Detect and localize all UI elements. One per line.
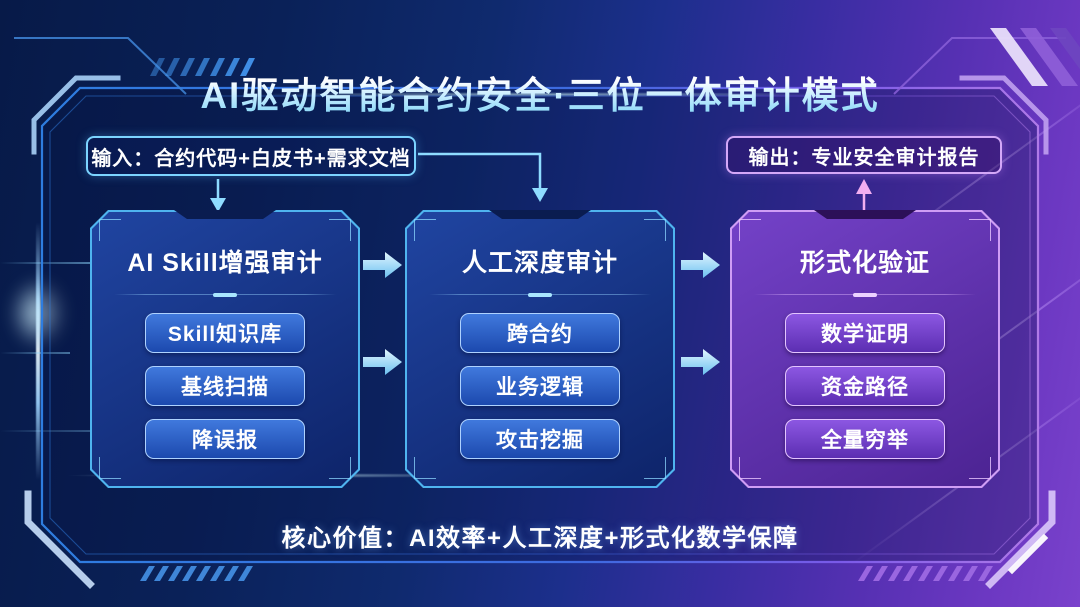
card-item: 降误报 (145, 419, 305, 459)
card-divider (429, 294, 651, 295)
core-value-text: 核心价值：AI效率+人工深度+形式化数学保障 (281, 525, 799, 552)
stage-card-formal-verification: 形式化验证 数学证明 资金路径 全量穷举 (730, 210, 1000, 488)
card-item: 资金路径 (785, 366, 945, 406)
card-item-list: Skill知识库 基线扫描 降误报 (90, 313, 360, 459)
output-box: 输出：专业安全审计报告 (726, 136, 1002, 174)
card-title: AI Skill增强审计 (127, 249, 323, 277)
card-divider (754, 294, 976, 295)
card-item: 业务逻辑 (460, 366, 620, 406)
stage-card-ai-skill-audit: AI Skill增强审计 Skill知识库 基线扫描 降误报 (90, 210, 360, 488)
card-item: 基线扫描 (145, 366, 305, 406)
card-item: 跨合约 (460, 313, 620, 353)
card-divider (114, 294, 336, 295)
output-label: 输出：专业安全审计报告 (748, 146, 980, 169)
card-title: 形式化验证 (799, 249, 930, 277)
card-item-list: 跨合约 业务逻辑 攻击挖掘 (405, 313, 675, 459)
input-label: 输入：合约代码+白皮书+需求文档 (91, 147, 411, 170)
card-item: 数学证明 (785, 313, 945, 353)
card-content: AI Skill增强审计 Skill知识库 基线扫描 降误报 (90, 210, 360, 488)
input-box: 输入：合约代码+白皮书+需求文档 (86, 136, 416, 176)
stage-card-manual-deep-audit: 人工深度审计 跨合约 业务逻辑 攻击挖掘 (405, 210, 675, 488)
page-title: AI驱动智能合约安全·三位一体审计模式 (0, 65, 1080, 119)
card-content: 形式化验证 数学证明 资金路径 全量穷举 (730, 210, 1000, 488)
card-title: 人工深度审计 (461, 249, 618, 277)
card-item-list: 数学证明 资金路径 全量穷举 (730, 313, 1000, 459)
card-item: 全量穷举 (785, 419, 945, 459)
card-item: Skill知识库 (145, 313, 305, 353)
card-item: 攻击挖掘 (460, 419, 620, 459)
card-content: 人工深度审计 跨合约 业务逻辑 攻击挖掘 (405, 210, 675, 488)
